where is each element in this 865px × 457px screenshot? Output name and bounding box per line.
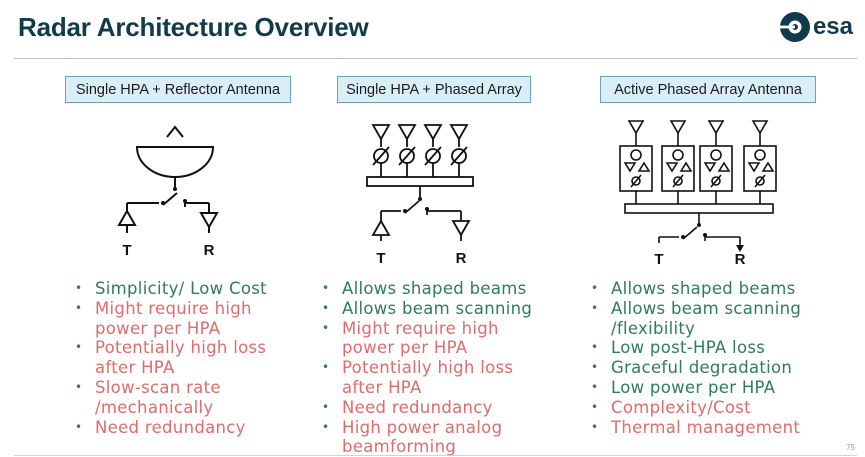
- receive-label: R: [456, 250, 467, 265]
- bullet-dot-icon: •: [75, 340, 83, 355]
- bullet-item: • Potentially high loss after HPA: [73, 338, 298, 378]
- bullet-dot-icon: •: [75, 379, 83, 394]
- receive-amplifier-icon: [451, 220, 471, 237]
- bullet-dot-icon: •: [591, 281, 599, 295]
- bullet-dot-icon: •: [322, 399, 330, 414]
- bullet-text: Slow-scan rate /mechanically: [95, 377, 221, 417]
- bullet-text: Graceful degradation: [611, 358, 793, 378]
- esa-logo-icon: [778, 12, 810, 42]
- switch-icon: [404, 200, 420, 214]
- receive-label: R: [735, 251, 746, 265]
- bullet-dot-icon: •: [591, 300, 599, 315]
- bullet-item: • Allows shaped beams: [320, 279, 545, 299]
- transmit-label: T: [376, 250, 385, 265]
- bullet-item: • Complexity/Cost: [589, 398, 814, 418]
- antenna-elements: [627, 120, 769, 146]
- bullet-dot-icon: •: [322, 281, 330, 295]
- bullet-dot-icon: •: [75, 281, 83, 295]
- reflector-antenna-diagram: T R: [117, 125, 219, 259]
- bullet-text: Allows beam scanning /flexibility: [611, 298, 802, 338]
- bullet-text: Low power per HPA: [611, 377, 776, 397]
- bullet-item: • Need redundancy: [73, 418, 298, 438]
- bullet-item: • Potentially high loss after HPA: [320, 358, 545, 398]
- bullet-dot-icon: •: [322, 300, 330, 315]
- phase-shifter-icons: [372, 146, 468, 177]
- active-phased-array-diagram: T R: [619, 120, 777, 265]
- tr-module-icons: [619, 145, 777, 204]
- bullet-item: • High power analog beamforming: [320, 418, 545, 457]
- bullet-dot-icon: •: [591, 360, 599, 375]
- bullet-dot-icon: •: [591, 340, 599, 355]
- slide-title: Radar Architecture Overview: [18, 12, 369, 42]
- bullet-item: • Low post-HPA loss: [589, 338, 814, 358]
- bullet-text: Thermal management: [611, 417, 801, 437]
- switch-icon: [682, 226, 698, 240]
- bullet-item: • Simplicity/ Low Cost: [73, 279, 298, 299]
- transmit-label: T: [654, 251, 663, 265]
- bullet-text: Allows beam scanning: [342, 298, 533, 318]
- title-divider: [14, 58, 857, 59]
- bullet-text: High power analog beamforming: [342, 417, 503, 457]
- bullet-dot-icon: •: [75, 419, 83, 434]
- bullet-item: • Slow-scan rate /mechanically: [73, 378, 298, 418]
- beamformer-bar: [366, 176, 474, 187]
- esa-logo: esa: [778, 10, 853, 44]
- bullet-dot-icon: •: [322, 320, 330, 335]
- page-number: 75: [846, 443, 855, 452]
- bullet-dot-icon: •: [591, 399, 599, 414]
- bullet-text: Might require high power per HPA: [342, 318, 499, 358]
- bullet-text: Simplicity/ Low Cost: [95, 279, 267, 298]
- bullet-text: Allows shaped beams: [611, 279, 796, 298]
- esa-logo-text: esa: [812, 13, 853, 40]
- bullet-item: • Thermal management: [589, 418, 814, 438]
- bullets-active-phased-array: • Allows shaped beams • Allows beam scannin…: [589, 279, 814, 437]
- bullet-dot-icon: •: [322, 360, 330, 375]
- bullet-text: Low post-HPA loss: [611, 338, 766, 358]
- label-reflector-antenna: Single HPA + Reflector Antenna: [65, 76, 291, 103]
- transmit-amplifier-icon: [117, 208, 137, 226]
- receive-label: R: [204, 242, 215, 259]
- bullet-text: Allows shaped beams: [342, 279, 527, 298]
- beamformer-bar: [624, 203, 774, 214]
- bullet-text: Need redundancy: [342, 397, 493, 417]
- bullet-dot-icon: •: [322, 419, 330, 434]
- bullet-text: Need redundancy: [95, 417, 246, 437]
- bullet-item: • Low power per HPA: [589, 378, 814, 398]
- transmit-amplifier-icon: [371, 219, 391, 236]
- bullet-dot-icon: •: [591, 419, 599, 434]
- antenna-elements: [371, 124, 469, 147]
- receive-amplifier-icon: [199, 212, 219, 230]
- reflector-dish-icon: [135, 146, 215, 178]
- bullet-text: Potentially high loss after HPA: [95, 338, 267, 378]
- feed-horn-icon: [166, 125, 184, 138]
- bullet-text: Complexity/Cost: [611, 397, 751, 417]
- transmit-label: T: [122, 242, 131, 259]
- bullet-item: • Graceful degradation: [589, 358, 814, 378]
- bullet-item: • Need redundancy: [320, 398, 545, 418]
- bullets-reflector-antenna: • Simplicity/ Low Cost • Might require high…: [73, 279, 298, 437]
- bullet-dot-icon: •: [75, 300, 83, 315]
- bullet-item: • Allows beam scanning /flexibility: [589, 299, 814, 339]
- bullet-text: Potentially high loss after HPA: [342, 358, 514, 397]
- label-phased-array: Single HPA + Phased Array: [337, 76, 531, 103]
- bullet-item: • Might require high power per HPA: [73, 299, 298, 339]
- bullet-dot-icon: •: [591, 379, 599, 394]
- switch-icon: [162, 192, 178, 206]
- phased-array-diagram: T R: [366, 124, 474, 265]
- bullet-item: • Might require high power per HPA: [320, 319, 545, 359]
- bullet-item: • Allows shaped beams: [589, 279, 814, 299]
- bullet-item: • Allows beam scanning: [320, 299, 545, 319]
- bullets-phased-array: • Allows shaped beams • Allows beam scannin…: [320, 279, 545, 457]
- bullet-text: Might require high power per HPA: [95, 298, 252, 338]
- label-active-phased-array: Active Phased Array Antenna: [600, 76, 816, 103]
